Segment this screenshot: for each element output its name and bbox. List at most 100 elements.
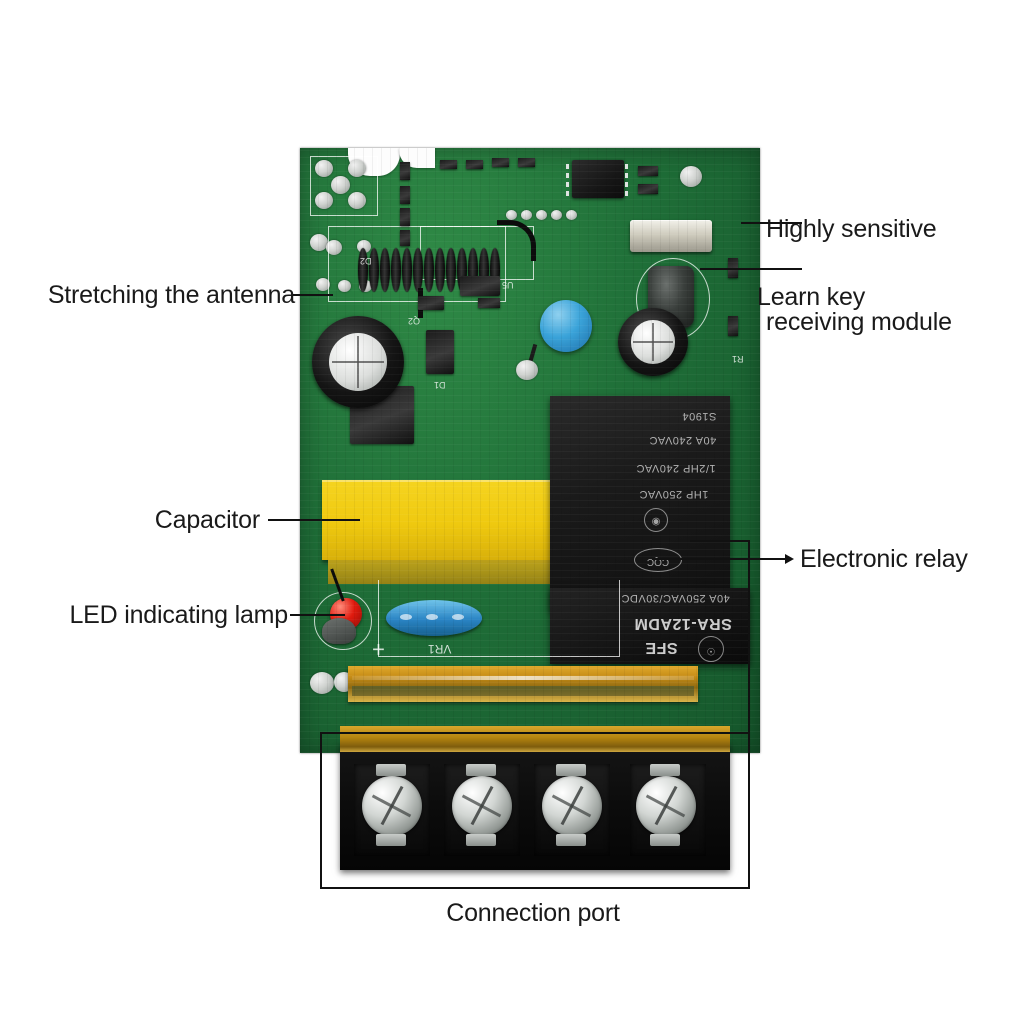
silk-label-q2: Q2 [408, 316, 421, 326]
leader-line-relay [652, 558, 790, 560]
solder-pad [348, 192, 366, 209]
leader-line-antenna [293, 294, 333, 296]
silk-label-d2: D2 [360, 256, 372, 266]
blue-axial-capacitor-vr1 [386, 600, 482, 636]
silk-label-d1: D1 [434, 380, 446, 390]
pad-cluster-outline [310, 156, 378, 216]
relay-rating-2: 1/2HP 240VAC [636, 462, 716, 474]
solder-pad [326, 240, 342, 255]
terminal-brass-strip [348, 666, 698, 702]
pin-pad [521, 210, 532, 220]
solder-pad [516, 360, 538, 380]
terminal-clip [376, 834, 406, 846]
smd-ic-small [418, 296, 444, 310]
smd-resistor [492, 158, 509, 167]
terminal-screw[interactable] [362, 776, 422, 836]
terminal-clip [466, 834, 496, 846]
silk-label-u5: U5 [502, 280, 514, 290]
silk-label-r1: R1 [732, 354, 744, 364]
receiver-ic [572, 160, 624, 198]
relay-brand: SFE [645, 639, 678, 656]
relay-rating-1: 40A 240VAC [648, 434, 716, 446]
relay-cqc-mark: CQC [634, 548, 682, 572]
terminal-screw[interactable] [636, 776, 696, 836]
terminal-clip [650, 764, 680, 776]
smd-resistor [400, 208, 410, 226]
ic-leg [566, 164, 569, 169]
pin-pad [551, 210, 562, 220]
silk-outline-bottom [378, 580, 620, 657]
arrow-relay [785, 554, 794, 564]
relay-ce-mark: ◉ [644, 508, 668, 532]
smd-resistor [466, 160, 483, 169]
ic-leg [625, 164, 628, 169]
yellow-block-capacitor [322, 480, 568, 584]
smd-resistor [400, 186, 410, 204]
leader-line-learn-key [700, 268, 802, 270]
smd-resistor [728, 316, 738, 336]
solder-pad [315, 192, 333, 209]
callout-label-capacitor: Capacitor [154, 506, 260, 534]
electrolytic-capacitor-right [618, 308, 688, 376]
connection-port-bracket [320, 732, 750, 889]
callout-label-led: LED indicating lamp [69, 601, 288, 629]
smd-resistor [518, 158, 535, 167]
terminal-screw[interactable] [542, 776, 602, 836]
solder-pad [348, 160, 366, 177]
silk-outline-antenna [328, 226, 506, 302]
solder-pad [331, 176, 350, 194]
callout-label-receiving-module: Highly sensitive receiving module [766, 152, 952, 400]
solder-pad [315, 160, 333, 177]
pin-pad [536, 210, 547, 220]
pin-pad [506, 210, 517, 220]
terminal-clip [556, 834, 586, 846]
terminal-clip [556, 764, 586, 776]
smd-resistor [400, 162, 410, 180]
relay-datecode: S1904 [681, 410, 716, 422]
callout-label-relay: Electronic relay [800, 545, 968, 573]
leader-line-receiving-module [741, 222, 802, 224]
solder-pad [310, 672, 334, 694]
smd-resistor [638, 184, 658, 194]
smd-resistor [440, 160, 457, 169]
leader-line-led [290, 614, 345, 616]
callout-label-connection-port: Connection port [446, 899, 620, 927]
solder-pad [680, 166, 702, 187]
terminal-clip [466, 764, 496, 776]
pin-pad [566, 210, 577, 220]
callout-line-2: receiving module [766, 308, 952, 336]
terminal-screw[interactable] [452, 776, 512, 836]
solder-pad [338, 280, 351, 292]
smd-transistor [460, 276, 500, 296]
relay-rating-3: 1HP 250VAC [638, 488, 708, 500]
solder-pad [310, 234, 328, 251]
terminal-clip [650, 834, 680, 846]
smd-resistor [478, 298, 500, 308]
ic-leg [566, 173, 569, 178]
antenna-coil [358, 220, 536, 292]
smd-resistor [638, 166, 658, 176]
silk-outline-led [314, 592, 372, 650]
terminal-brass-bar [340, 726, 730, 752]
transistor-q2 [426, 330, 454, 374]
pcb-board: U5 Q2 D1 D2 S1904 40A 240VAC 1/2HP 240VA… [300, 148, 760, 753]
relay-side-face: 40A 250VAC/30VDC SRA-12ADM SFE ☉ [550, 588, 750, 664]
electronic-relay: S1904 40A 240VAC 1/2HP 240VAC 1HP 250VAC… [550, 396, 750, 664]
smd-resistor [400, 230, 410, 246]
ic-leg [625, 182, 628, 187]
relay-bracket-top [690, 540, 748, 542]
receiving-module [630, 220, 712, 252]
callout-label-learn-key: Learn key [757, 283, 865, 311]
electrolytic-capacitor-left [312, 316, 404, 408]
callout-line-1: Highly sensitive [766, 215, 937, 243]
terminal-clip [376, 764, 406, 776]
relay-face: S1904 40A 240VAC 1/2HP 240VAC 1HP 250VAC… [550, 396, 730, 611]
leader-line-capacitor [268, 519, 360, 521]
ic-leg [566, 182, 569, 187]
relay-bracket [690, 540, 750, 740]
solder-pad [316, 278, 330, 291]
connection-terminal-block[interactable] [340, 726, 730, 870]
ic-leg [566, 191, 569, 196]
ic-leg [625, 173, 628, 178]
